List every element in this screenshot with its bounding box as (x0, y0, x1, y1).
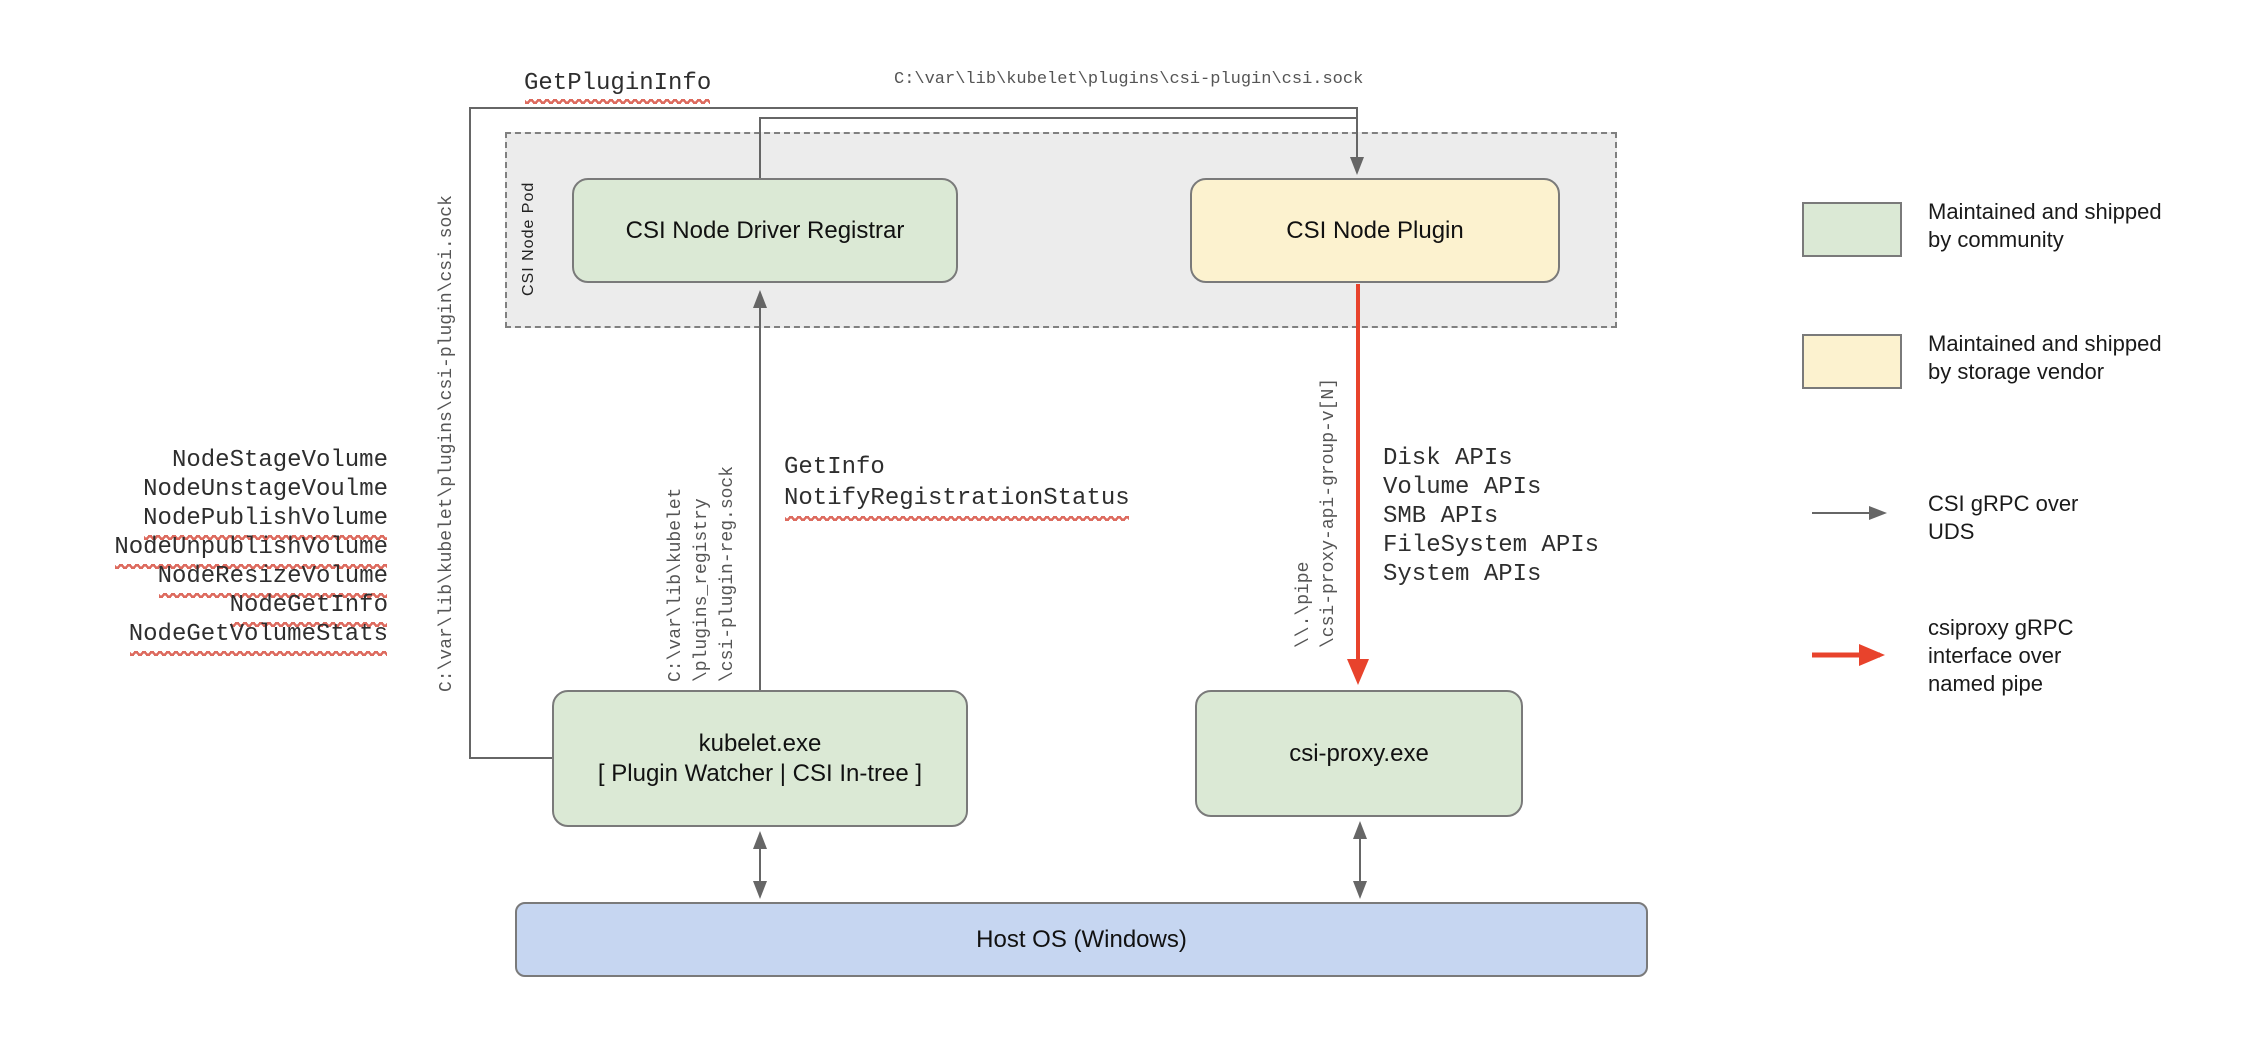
legend-named-pipe-label: csiproxy gRPC interface over named pipe (1928, 615, 2074, 696)
csi-node-driver-registrar-box: CSI Node Driver Registrar (572, 178, 958, 283)
host-os-box: Host OS (Windows) (515, 902, 1648, 977)
node-method: NodeUnstageVoulme (143, 476, 388, 503)
csi-sock-path-left-label: C:\var\lib\kubelet\plugins\csi-plugin\cs… (437, 195, 457, 692)
get-info-label: GetInfo (784, 454, 885, 481)
node-method: NodeGetInfo (229, 592, 388, 627)
legend-vendor-swatch (1802, 334, 1902, 389)
node-method: NodeUnpublishVolume (114, 534, 388, 569)
registry-sock-path-label: C:\var\lib\kubelet \plugins_registry \cs… (666, 465, 738, 682)
node-method: NodePublishVolume (143, 505, 388, 540)
node-method: NodeResizeVolume (157, 563, 388, 598)
get-plugin-info-label: GetPluginInfo (524, 70, 712, 104)
kubelet-label-line2: [ Plugin Watcher | CSI In-tree ] (597, 759, 923, 787)
legend-vendor-label: Maintained and shipped by storage vendor (1928, 331, 2162, 384)
csi-sock-path-top-label: C:\var\lib\kubelet\plugins\csi-plugin\cs… (894, 70, 1364, 89)
api-item: Disk APIs (1383, 445, 1513, 472)
kubelet-label-line1: kubelet.exe (698, 729, 822, 757)
registrar-label: CSI Node Driver Registrar (625, 216, 905, 244)
notify-registration-status-label: NotifyRegistrationStatus (784, 485, 1130, 521)
kubelet-box: kubelet.exe [ Plugin Watcher | CSI In-tr… (552, 690, 968, 827)
host-os-label: Host OS (Windows) (976, 925, 1187, 953)
csi-proxy-box: csi-proxy.exe (1195, 690, 1523, 817)
legend-community-label: Maintained and shipped by community (1928, 199, 2162, 252)
named-pipe-path-label: \\.\pipe \csi-proxy-api-group-v[N] (1294, 377, 1339, 648)
csi-node-pod-label: CSI Node Pod (520, 181, 537, 296)
api-item: System APIs (1383, 561, 1542, 588)
api-item: SMB APIs (1383, 503, 1499, 530)
api-item: FileSystem APIs (1383, 532, 1600, 559)
csi-proxy-api-list: Disk APIs Volume APIs SMB APIs FileSyste… (1383, 444, 1599, 589)
legend-community-swatch (1802, 202, 1902, 257)
node-methods-list: NodeStageVolume NodeUnstageVoulme NodePu… (70, 446, 388, 656)
node-method: NodeStageVolume (171, 447, 388, 474)
api-item: Volume APIs (1383, 474, 1542, 501)
csi-proxy-label: csi-proxy.exe (1289, 739, 1429, 767)
csi-node-plugin-box: CSI Node Plugin (1190, 178, 1560, 283)
legend-uds-label: CSI gRPC over UDS (1928, 491, 2079, 544)
node-method: NodeGetVolumeStats (128, 621, 388, 656)
registration-calls-label: GetInfo NotifyRegistrationStatus (784, 452, 1130, 521)
plugin-label: CSI Node Plugin (1286, 216, 1464, 244)
